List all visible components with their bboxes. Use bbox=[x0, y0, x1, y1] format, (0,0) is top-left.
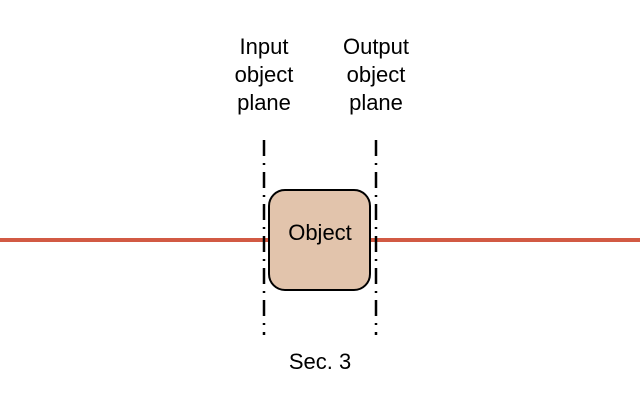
input-object-plane-label: Input object plane bbox=[234, 34, 294, 115]
object-box bbox=[268, 189, 371, 291]
object-label: Object bbox=[288, 220, 352, 245]
output-object-plane-label: Output object plane bbox=[342, 34, 410, 115]
section-label: Sec. 3 bbox=[288, 349, 352, 374]
